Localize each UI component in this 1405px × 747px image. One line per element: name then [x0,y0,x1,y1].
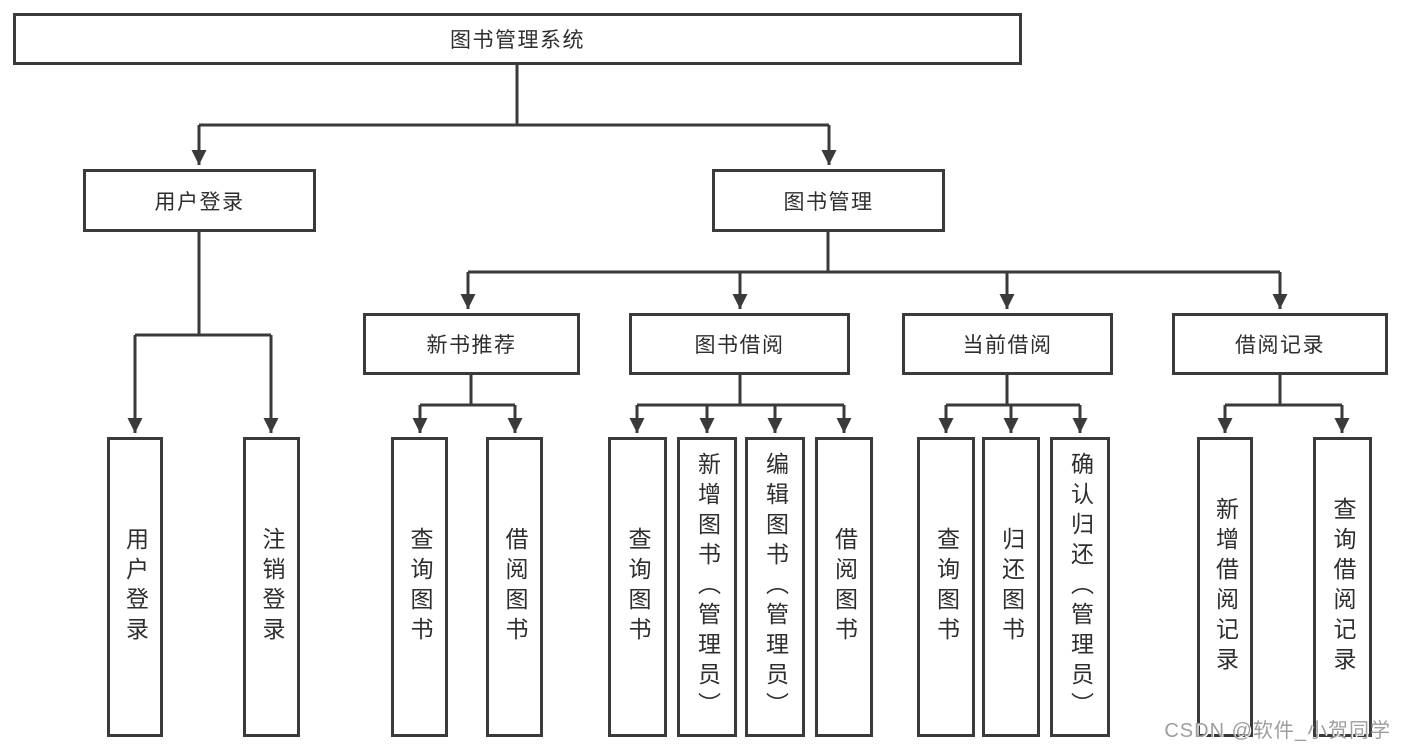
leaf-confirm-return-admin: 确认归还（管理员） [1050,437,1110,737]
leaf-user-login-label: 用户登录 [122,527,149,647]
leaf-edit-book-admin-label: 编辑图书（管理员） [762,452,789,722]
csdn-watermark: CSDN @软件_小贺同学 [1164,720,1391,742]
leaf-borrow-book: 借阅图书 [815,437,873,737]
leaf-current-query-label: 查询图书 [933,527,960,647]
node-root-label: 图书管理系统 [450,29,585,52]
node-new-book-recommend-label: 新书推荐 [426,334,517,357]
leaf-edit-book-admin: 编辑图书（管理员） [745,437,805,737]
connector-root-to-level2 [191,65,837,165]
leaf-return-book: 归还图书 [982,437,1040,737]
node-new-book-recommend: 新书推荐 [363,313,580,375]
leaf-user-login: 用户登录 [107,437,163,737]
node-root-library-system: 图书管理系统 [13,13,1022,65]
leaf-borrow-query-label: 查询图书 [625,527,651,647]
leaf-return-book-label: 归还图书 [998,527,1025,647]
leaf-query-borrow-record-label: 查询借阅记录 [1330,497,1356,677]
node-book-management-label: 图书管理 [783,190,874,214]
node-book-borrow: 图书借阅 [629,313,850,375]
node-book-borrow-label: 图书借阅 [694,334,785,357]
leaf-add-book-admin: 新增图书（管理员） [677,437,737,737]
node-borrow-record: 借阅记录 [1172,313,1388,375]
connector-book-borrow-children [629,375,852,433]
leaf-add-borrow-record-label: 新增借阅记录 [1212,497,1239,677]
connector-new-book-children [412,375,523,433]
connector-user-login-children [127,232,279,433]
leaf-current-query: 查询图书 [917,437,975,737]
leaf-logout: 注销登录 [243,437,300,737]
node-user-login-label: 用户登录 [154,190,245,214]
leaf-newbook-query: 查询图书 [391,437,448,737]
node-borrow-record-label: 借阅记录 [1235,334,1325,357]
node-current-borrow: 当前借阅 [902,313,1113,375]
node-user-login: 用户登录 [83,169,316,232]
connector-borrow-record-children [1217,375,1350,433]
leaf-newbook-borrow: 借阅图书 [486,437,543,737]
connector-book-management-children [460,232,1288,309]
leaf-query-borrow-record: 查询借阅记录 [1313,437,1372,737]
node-current-borrow-label: 当前借阅 [962,334,1053,357]
leaf-add-borrow-record: 新增借阅记录 [1197,437,1253,737]
leaf-add-book-admin-label: 新增图书（管理员） [694,452,721,722]
leaf-logout-label: 注销登录 [259,527,285,647]
connector-current-borrow-children [938,375,1088,433]
leaf-borrow-book-label: 借阅图书 [831,527,858,647]
leaf-borrow-query: 查询图书 [608,437,667,737]
node-book-management: 图书管理 [712,169,945,232]
leaf-newbook-borrow-label: 借阅图书 [502,527,528,647]
leaf-confirm-return-admin-label: 确认归还（管理员） [1067,452,1094,722]
leaf-newbook-query-label: 查询图书 [407,527,433,647]
